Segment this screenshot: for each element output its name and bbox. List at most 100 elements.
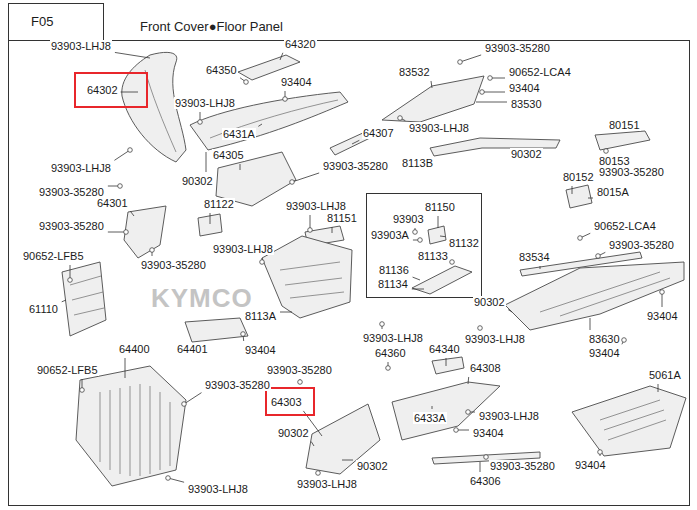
- callout-number: 64307: [362, 127, 395, 139]
- leader-line: [184, 393, 201, 404]
- screw-symbol: [386, 366, 391, 371]
- callout-number: 93903-LHJ8: [408, 122, 470, 134]
- screw-symbol: [478, 326, 483, 331]
- screw-symbol: [596, 254, 601, 259]
- leader-line: [468, 377, 470, 384]
- screw-symbol: [484, 455, 489, 460]
- screw-symbol: [308, 228, 313, 233]
- small-cover: [595, 131, 650, 150]
- floor-side-top: [382, 76, 484, 122]
- screw-symbol: [604, 149, 609, 154]
- part-detail: [145, 70, 176, 152]
- screw-symbol: [68, 278, 73, 283]
- callout-number: 93903-35280: [266, 364, 333, 376]
- leader-line: [108, 232, 126, 233]
- screw-symbol: [660, 290, 665, 295]
- callout-number: 93903-35280: [204, 379, 271, 391]
- leader-line: [431, 81, 433, 88]
- callout-number: 80152: [562, 171, 595, 183]
- air-duct: [62, 262, 106, 336]
- leader-line: [413, 277, 420, 280]
- inner-panel: [185, 318, 248, 342]
- highlight-box: 64303: [265, 387, 315, 416]
- leader-line: [311, 442, 314, 446]
- callout-number: 64301: [96, 197, 129, 209]
- callout-number: 64320: [284, 38, 317, 50]
- floor-panel: [505, 262, 684, 330]
- callout-number: 81134: [377, 278, 409, 290]
- page-title: Front Cover●Floor Panel: [140, 19, 283, 35]
- leader-line: [280, 312, 292, 313]
- part-detail: [70, 276, 104, 315]
- screw-symbol: [128, 148, 133, 153]
- bracket: [198, 214, 222, 236]
- leader-line: [258, 124, 262, 126]
- callout-number: 64400: [118, 343, 151, 355]
- callout-number: 93903-LHJ8: [478, 410, 540, 422]
- callout-number: 93404: [280, 76, 313, 88]
- screw-symbol: [80, 388, 85, 393]
- callout-number: 64360: [374, 347, 407, 359]
- under-cover: [572, 386, 686, 456]
- screw-symbol: [124, 230, 129, 235]
- leader-line: [572, 186, 573, 194]
- parts: [62, 52, 686, 486]
- screw-symbol: [283, 97, 288, 102]
- bracket: [428, 226, 446, 244]
- screw-symbol: [182, 402, 187, 407]
- leader-line: [130, 211, 134, 216]
- leader-line: [508, 310, 512, 312]
- callout-number: 80151: [608, 119, 641, 131]
- screw-symbol: [290, 180, 295, 185]
- screw-symbol: [316, 471, 321, 476]
- screw-symbol: [418, 238, 423, 243]
- screw-symbol: [480, 90, 485, 95]
- figure-code-box: F05: [8, 3, 104, 41]
- leader-line: [115, 52, 150, 58]
- watermark: KYMCO: [150, 283, 254, 313]
- leader-line: [658, 384, 659, 392]
- callout-number: 90652-LFB5: [36, 364, 99, 376]
- grille-lines: [600, 400, 666, 440]
- callout-number: 90652-LFB5: [22, 250, 85, 262]
- callout-number: 81150: [424, 201, 456, 213]
- leader-line: [588, 198, 593, 199]
- callout-number: 83534: [518, 251, 551, 263]
- leader-line: [206, 152, 207, 172]
- leader-line: [114, 150, 130, 160]
- leader-line: [540, 266, 541, 269]
- screw-symbol: [454, 428, 459, 433]
- callout-number: 93903-35280: [140, 259, 207, 271]
- callout-number: 81133: [417, 250, 449, 262]
- screw-symbol: [260, 260, 265, 265]
- grille-lines: [100, 384, 170, 476]
- callout-number: 61110: [28, 303, 59, 315]
- callout-number: 93404: [244, 344, 277, 356]
- callout-number: 8015A: [596, 186, 630, 198]
- leader-line: [440, 236, 445, 238]
- leader-line: [352, 140, 359, 144]
- callout-number: 93903A: [370, 229, 410, 241]
- callout-number: 6431A: [222, 128, 256, 140]
- leader-line: [482, 92, 505, 93]
- diagram-frame: [9, 41, 690, 506]
- screw-symbol: [458, 60, 463, 65]
- callout-number: 93903-LHJ8: [296, 478, 358, 490]
- inner-lid: [412, 266, 472, 294]
- group-number: 8113B: [402, 156, 433, 170]
- assembly-group: 8113B: [366, 156, 482, 298]
- screw-symbol: [450, 260, 455, 265]
- callout-number: 64401: [176, 343, 209, 355]
- callout-number: 93404: [588, 347, 621, 359]
- callout-number: 64340: [428, 343, 461, 355]
- screw-symbol: [166, 476, 171, 481]
- small-cover: [566, 185, 592, 208]
- screw-symbol: [622, 338, 627, 343]
- screw-symbol: [466, 410, 471, 415]
- callout-number: 83532: [398, 66, 431, 78]
- leader-line: [292, 173, 319, 182]
- screw-symbol: [578, 236, 583, 241]
- callout-number: 93903-LHJ8: [212, 243, 274, 255]
- callout-number: 93903-LHJ8: [464, 333, 526, 345]
